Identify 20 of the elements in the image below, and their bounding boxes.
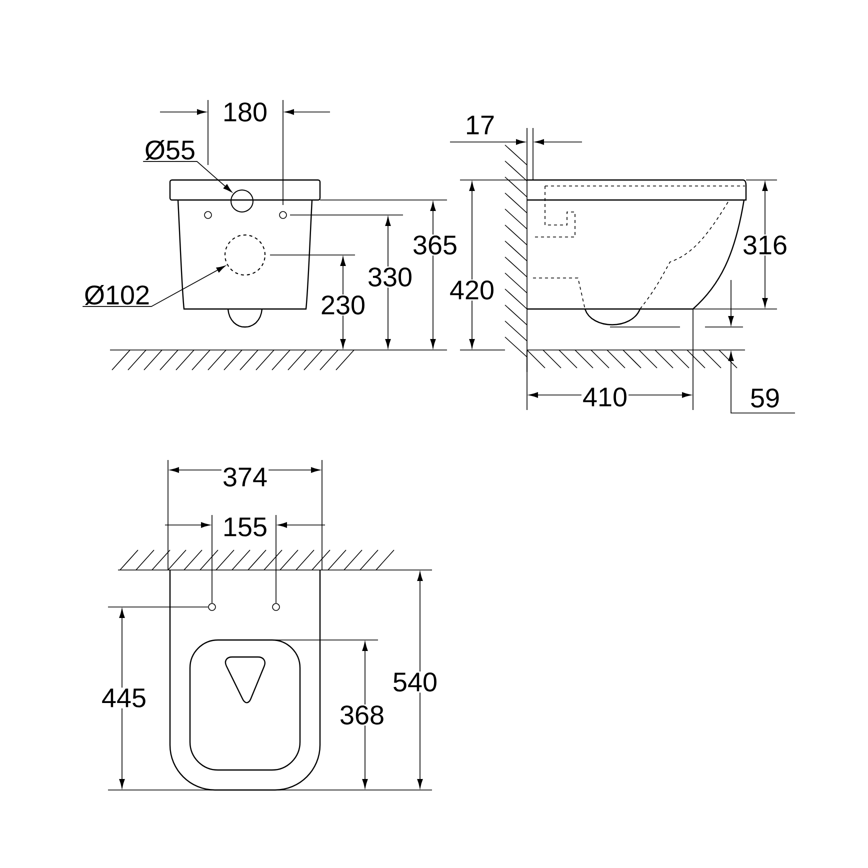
- diameter-label: Ø102: [84, 284, 149, 306]
- dimension-label: 155: [221, 516, 269, 538]
- diameter-label: Ø55: [145, 140, 194, 160]
- dimension-label: 17: [464, 114, 496, 136]
- dimension-label: 540: [391, 671, 439, 693]
- dimension-label: 410: [581, 386, 629, 408]
- hole-circle: [224, 234, 266, 276]
- dimension-label: 180: [221, 101, 269, 123]
- dimension-label: 445: [100, 688, 148, 708]
- dimension-label: 316: [741, 234, 789, 256]
- dimension-label: 368: [338, 704, 386, 726]
- hole-circle: [230, 190, 254, 212]
- dimension-label: 230: [319, 294, 367, 316]
- dimension-label: 365: [411, 234, 459, 256]
- dimension-label: 59: [749, 387, 782, 409]
- dimension-label: 374: [221, 466, 269, 488]
- dimension-label: 420: [448, 279, 496, 301]
- leader-line: [82, 266, 226, 307]
- dimension-label: 330: [366, 266, 414, 288]
- leader-line: [142, 161, 232, 192]
